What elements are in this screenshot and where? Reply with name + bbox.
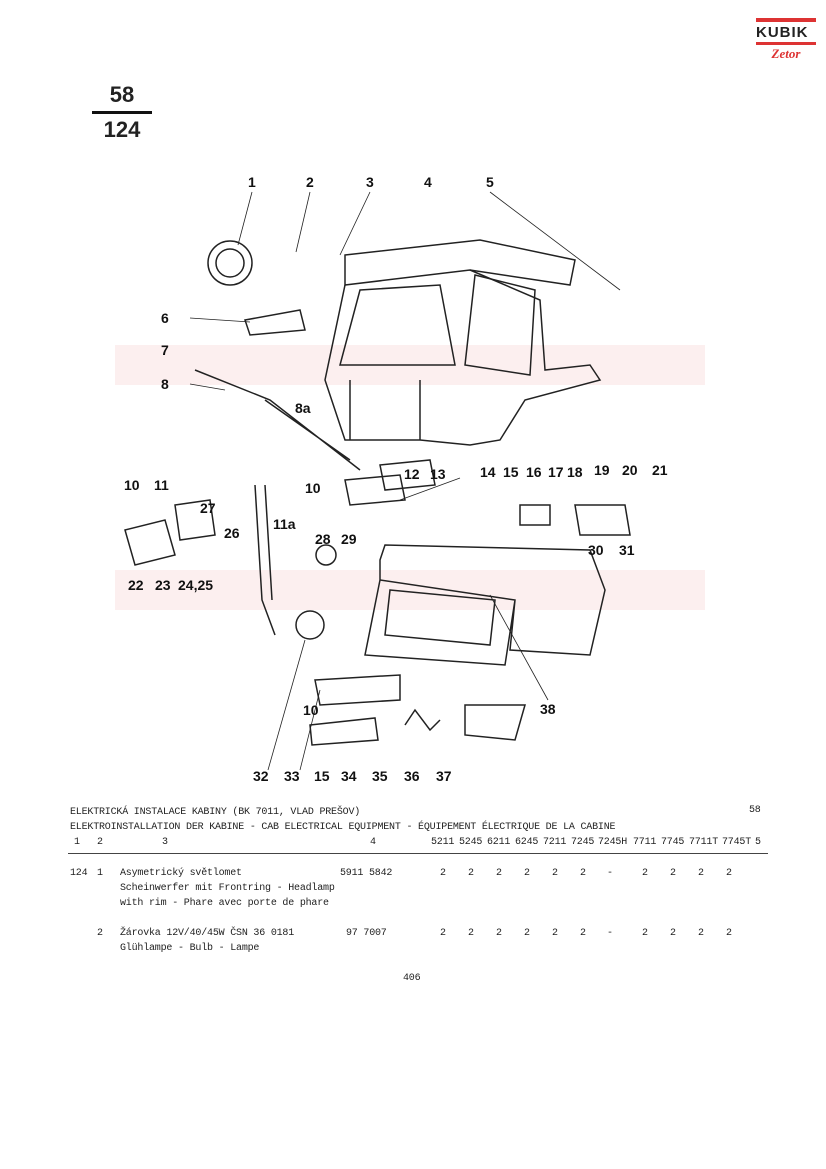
row-fig: 124 — [70, 868, 88, 879]
row-qty: 2 — [551, 868, 558, 879]
section-number: 58 — [749, 805, 761, 816]
row-qty: - — [606, 868, 613, 879]
callout-15b: 15 — [314, 768, 330, 784]
col-header: 4 — [370, 837, 376, 848]
row-qty: 2 — [439, 868, 446, 879]
col-header: 7711T — [689, 837, 719, 848]
callout-32: 32 — [253, 768, 269, 784]
col-header: 7245 — [571, 837, 595, 848]
dealer-logo: KUBIK Zetor — [756, 18, 816, 66]
page-ref-top: 58 — [109, 82, 135, 107]
callout-30: 30 — [588, 542, 604, 558]
callout-35: 35 — [372, 768, 388, 784]
row-qty: 2 — [641, 928, 648, 939]
page-ref-bottom: 124 — [103, 117, 141, 142]
header-rule — [68, 853, 768, 854]
callout-12: 12 — [404, 466, 420, 482]
row-qty: 2 — [495, 928, 502, 939]
callout-21: 21 — [652, 462, 668, 478]
callout-5: 5 — [486, 174, 494, 190]
row-qty: 2 — [467, 868, 474, 879]
callout-28: 28 — [315, 531, 331, 547]
row-qty: 2 — [669, 928, 676, 939]
row-desc: Žárovka 12V/40/45W ČSN 36 0181 — [120, 928, 295, 939]
row-desc: Glühlampe - Bulb - Lampe — [120, 943, 260, 954]
row-qty: 2 — [697, 928, 704, 939]
col-header: 1 — [74, 837, 80, 848]
col-header: 7745 — [661, 837, 685, 848]
callout-11: 11 — [154, 477, 169, 493]
callout-8a: 8a — [295, 400, 311, 416]
callout-11a: 11a — [273, 516, 296, 532]
row-desc: with rim - Phare avec porte de phare — [120, 898, 329, 909]
row-qty: 2 — [669, 868, 676, 879]
col-header: 2 — [97, 837, 103, 848]
callout-38: 38 — [540, 701, 556, 717]
callout-22: 22 — [128, 577, 144, 593]
row-qty: 2 — [641, 868, 648, 879]
row-qty: 2 — [439, 928, 446, 939]
callout-13: 13 — [430, 466, 446, 482]
callout-36: 36 — [404, 768, 420, 784]
row-qty: 2 — [579, 868, 586, 879]
callout-31: 31 — [619, 542, 635, 558]
page-ref-divider — [92, 111, 152, 114]
row-pos: 1 — [97, 868, 103, 879]
row-qty: 2 — [467, 928, 474, 939]
row-qty: 2 — [579, 928, 586, 939]
row-qty: 2 — [697, 868, 704, 879]
row-qty: 2 — [523, 868, 530, 879]
col-header: 3 — [162, 837, 168, 848]
callout-10b: 10 — [305, 480, 321, 496]
row-desc: Asymetrický světlomet — [120, 868, 242, 879]
row-qty: 2 — [495, 868, 502, 879]
row-qty: - — [606, 928, 613, 939]
callout-2: 2 — [306, 174, 314, 190]
col-header: 5245 — [459, 837, 483, 848]
section-title-multi: ELEKTROINSTALLATION DER KABINE - CAB ELE… — [70, 822, 616, 833]
callout-33: 33 — [284, 768, 300, 784]
col-header: 7711 — [633, 837, 657, 848]
callout-3: 3 — [366, 174, 374, 190]
callout-19: 19 — [594, 462, 610, 478]
callout-10: 10 — [124, 477, 140, 493]
callout-18: 18 — [567, 464, 583, 480]
callout-4: 4 — [424, 174, 432, 190]
callout-34: 34 — [341, 768, 357, 784]
page-number: 406 — [403, 973, 421, 984]
callout-37: 37 — [436, 768, 452, 784]
callout-14: 14 — [480, 464, 496, 480]
callout-27: 27 — [200, 500, 216, 516]
callout-17: 17 — [548, 464, 564, 480]
row-qty: 2 — [725, 868, 732, 879]
callout-6: 6 — [161, 310, 169, 326]
callout-20: 20 — [622, 462, 638, 478]
section-title-cz: ELEKTRICKÁ INSTALACE KABINY (BK 7011, VL… — [70, 807, 361, 818]
row-pos: 2 — [97, 928, 103, 939]
col-header: 6211 — [487, 837, 511, 848]
callout-29: 29 — [341, 531, 357, 547]
row-part-number: 5911 5842 — [340, 868, 393, 879]
callout-1: 1 — [248, 174, 256, 190]
row-qty: 2 — [523, 928, 530, 939]
cab-electrical-diagram — [115, 191, 705, 771]
col-header: 7745T — [722, 837, 752, 848]
col-header: 6245 — [515, 837, 539, 848]
row-desc: Scheinwerfer mit Frontring - Headlamp — [120, 883, 335, 894]
row-qty: 2 — [725, 928, 732, 939]
row-part-number: 97 7007 — [346, 928, 387, 939]
col-header: 7245H — [598, 837, 628, 848]
row-qty: 2 — [551, 928, 558, 939]
col-header: 7211 — [543, 837, 567, 848]
callout-24-25: 24,25 — [178, 577, 214, 593]
callout-26: 26 — [224, 525, 240, 541]
callout-7: 7 — [161, 342, 169, 358]
callout-16: 16 — [526, 464, 542, 480]
col-header: 5 — [755, 837, 761, 848]
callout-8: 8 — [161, 376, 169, 392]
col-header: 5211 — [431, 837, 455, 848]
callout-23: 23 — [155, 577, 171, 593]
callout-15: 15 — [503, 464, 519, 480]
callout-10c: 10 — [303, 702, 319, 718]
